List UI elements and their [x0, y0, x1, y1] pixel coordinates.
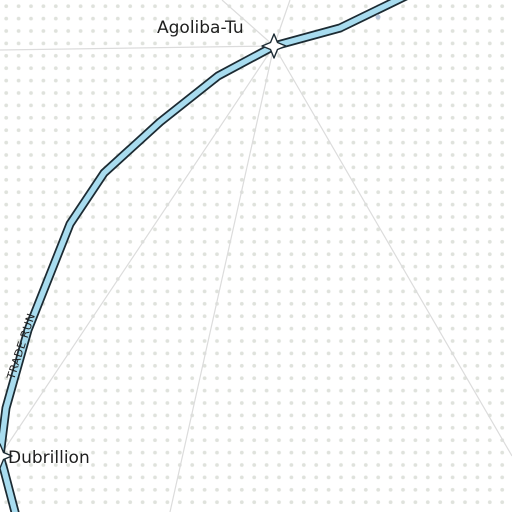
hyperlane-line [221, 0, 275, 47]
hyperlane-line [169, 45, 275, 512]
hyperlane-line [0, 45, 275, 457]
place-dubrillion[interactable]: Dubrillion [0, 443, 90, 469]
hyperlane-line [0, 45, 275, 51]
star-marker-icon[interactable] [261, 33, 287, 59]
star-marker-icon[interactable] [0, 443, 13, 469]
place-label-dubrillion: Dubrillion [8, 448, 90, 468]
hyperlane-line [273, 45, 512, 457]
place-agoliba-tu[interactable]: Agoliba-Tu [157, 18, 287, 59]
minor-system-dot[interactable] [375, 14, 381, 20]
place-label-agoliba-tu: Agoliba-Tu [157, 18, 244, 38]
hyperlane-line [273, 0, 291, 47]
